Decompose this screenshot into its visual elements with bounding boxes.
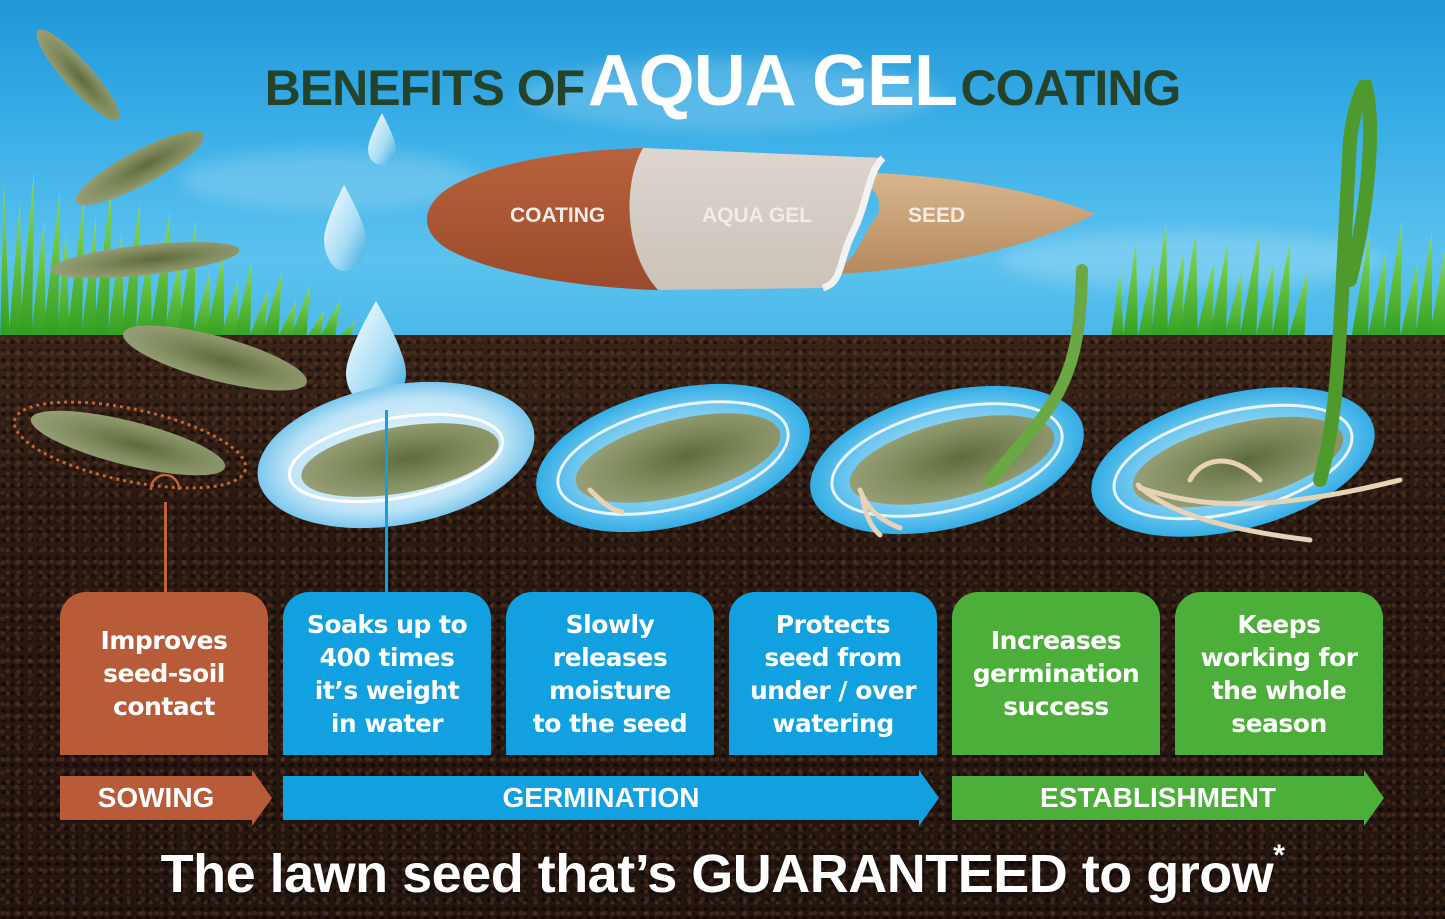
tagline-text: The lawn seed that’s GUARANTEED to grow [160, 844, 1274, 904]
benefit-box-seed-soil-contact: Improves seed-soil contact [60, 592, 268, 755]
benefit-box-releases-moisture: Slowly releases moisture to the seed [506, 592, 714, 755]
tagline: The lawn seed that’s GUARANTEED to grow* [0, 839, 1445, 905]
germination-connector-line [385, 410, 388, 595]
seed-layers-diagram [426, 148, 1095, 292]
benefit-box-protects-seed: Protects seed from under / over watering [729, 592, 937, 755]
footnote-asterisk: * [1273, 839, 1285, 872]
title-highlight: AQUA GEL [587, 41, 958, 121]
arrow-shape-icon [60, 770, 272, 826]
grass-left [0, 170, 356, 345]
stage-arrow-sowing: SOWING [60, 770, 272, 826]
stage-arrow-germination: GERMINATION [283, 770, 939, 826]
sowing-connector-line [164, 502, 167, 594]
seed-layer-label-coating: COATING [510, 204, 606, 227]
arrow-shape-icon [952, 770, 1384, 826]
stage-arrow-establishment: ESTABLISHMENT [952, 770, 1384, 826]
seed-layer-label-seed: SEED [908, 204, 966, 227]
water-drops-illustration [324, 113, 406, 407]
benefit-box-germination-success: Increases germination success [952, 592, 1160, 755]
benefit-text: Slowly releases moisture to the seed [532, 609, 688, 738]
benefit-text: Keeps working for the whole season [1200, 609, 1358, 738]
arrow-shape-icon [283, 770, 939, 826]
gel-coated-seeds-illustration [257, 381, 1403, 543]
stage-label: ESTABLISHMENT [1040, 782, 1276, 813]
seed-layer-label-aqua-gel: AQUA GEL [702, 204, 813, 227]
falling-seeds-illustration [12, 29, 307, 490]
benefit-box-whole-season: Keeps working for the whole season [1175, 592, 1383, 755]
benefit-text: Protects seed from under / over watering [749, 609, 917, 738]
benefit-text: Improves seed-soil contact [100, 626, 228, 721]
benefit-text: Soaks up to 400 times it’s weight in wat… [306, 609, 468, 738]
stage-label: GERMINATION [502, 782, 700, 813]
benefit-box-soaks-water: Soaks up to 400 times it’s weight in wat… [283, 592, 491, 755]
title-prefix: BENEFITS OF [264, 60, 586, 116]
title-suffix: COATING [960, 60, 1181, 116]
benefit-text: Increases germination success [972, 626, 1140, 721]
sprouts-illustration [984, 80, 1377, 487]
page-title: BENEFITS OF AQUA GEL COATING [0, 40, 1445, 122]
stage-label: SOWING [97, 782, 215, 813]
grass-right [1110, 220, 1445, 345]
